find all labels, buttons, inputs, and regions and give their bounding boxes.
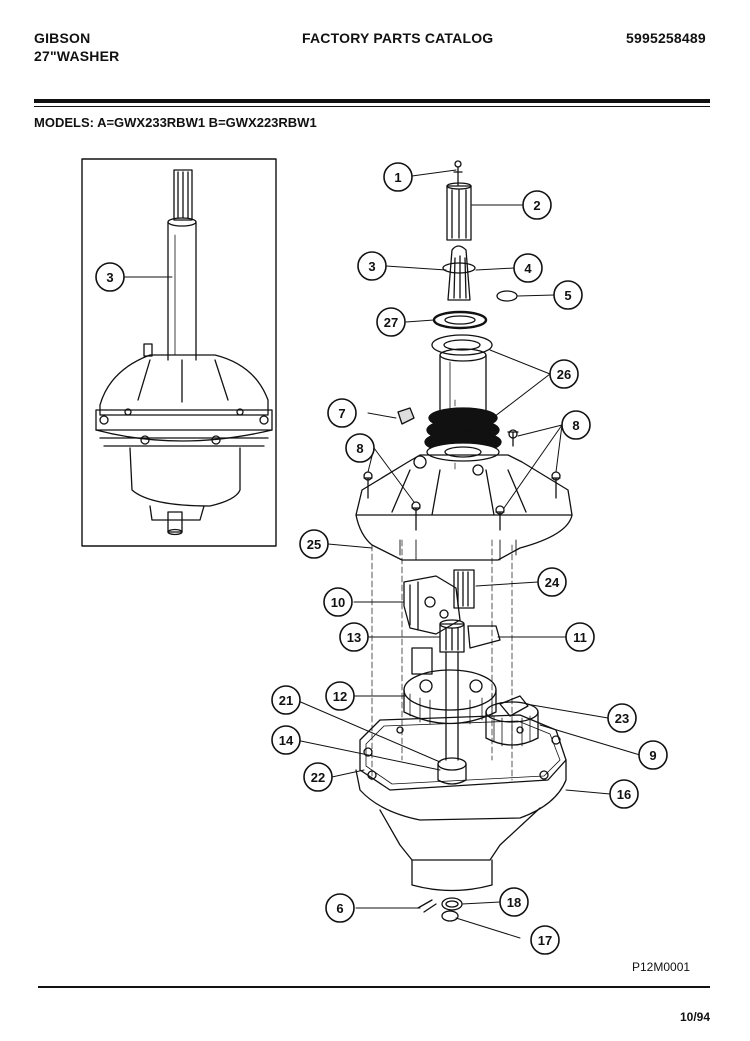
header-rule-thick: [34, 99, 710, 103]
part-17-ring: [441, 910, 459, 922]
callout-24: 24: [545, 575, 560, 590]
callout-4: 4: [524, 261, 532, 276]
part-6-screw: [417, 899, 437, 913]
models-line: MODELS: A=GWX233RBW1 B=GWX223RBW1: [34, 115, 317, 130]
callout-25: 25: [307, 537, 321, 552]
part-13-small-pinion: [439, 619, 465, 653]
callout-26: 26: [557, 367, 571, 382]
figure-code: P12M0001: [632, 960, 691, 974]
footer-rule: [38, 986, 710, 988]
callout-8-left: 8: [356, 441, 363, 456]
date-code: 10/94: [680, 1010, 711, 1024]
callout-10: 10: [331, 595, 345, 610]
callout-2: 2: [533, 198, 540, 213]
callout-14: 14: [279, 733, 294, 748]
callout-3: 3: [368, 259, 375, 274]
part-10-gear-segment: [403, 575, 461, 635]
callout-27: 27: [384, 315, 398, 330]
part-4-seal-ring: [442, 262, 476, 274]
callout-3-inset: 3: [106, 270, 113, 285]
callout-8-right: 8: [572, 418, 579, 433]
drive-shaft: [445, 651, 459, 761]
part-18-clamp: [441, 897, 463, 911]
callout-13: 13: [347, 630, 361, 645]
callout-7: 7: [338, 406, 345, 421]
part-11-shifter-plate: [467, 625, 501, 649]
part-24-pinion: [453, 569, 475, 609]
callout-12: 12: [333, 689, 347, 704]
part-26-seal-flange: [431, 334, 493, 356]
callout-17: 17: [538, 933, 552, 948]
callout-6: 6: [336, 901, 343, 916]
part-7-cap: [397, 407, 415, 425]
callout-21: 21: [279, 693, 293, 708]
catalog-title: FACTORY PARTS CATALOG: [302, 30, 494, 46]
callout-5: 5: [564, 288, 571, 303]
part-9-drive-gear: [485, 701, 539, 749]
part-23-bracket: [499, 695, 529, 717]
callout-23: 23: [615, 711, 629, 726]
part-26-seal-stack: [424, 407, 502, 462]
part-27-bearing: [432, 310, 488, 330]
part-22-gasket: [359, 714, 567, 791]
catalog-number: 5995258489: [626, 30, 706, 46]
inset-assembled-transmission: [81, 158, 277, 547]
product-name: 27"WASHER: [34, 48, 120, 64]
part-1-clip: [453, 160, 463, 186]
part-16-lower-housing: [355, 726, 567, 892]
part-12-main-gear: [403, 647, 497, 725]
brand-name: GIBSON: [34, 30, 91, 46]
part-25-upper-cover: [355, 454, 573, 561]
callout-circles: [95, 162, 668, 955]
leader-lines: [123, 169, 641, 939]
callout-18: 18: [507, 895, 521, 910]
header-rule-thin: [34, 106, 710, 107]
part-2-spline-sleeve: [446, 182, 472, 241]
callout-16: 16: [617, 787, 631, 802]
callout-1: 1: [394, 170, 401, 185]
callout-11: 11: [573, 630, 587, 645]
callout-9: 9: [649, 748, 656, 763]
part-5-o-ring: [496, 290, 518, 302]
callout-22: 22: [311, 770, 325, 785]
agitator-shaft-tube: [439, 348, 487, 421]
